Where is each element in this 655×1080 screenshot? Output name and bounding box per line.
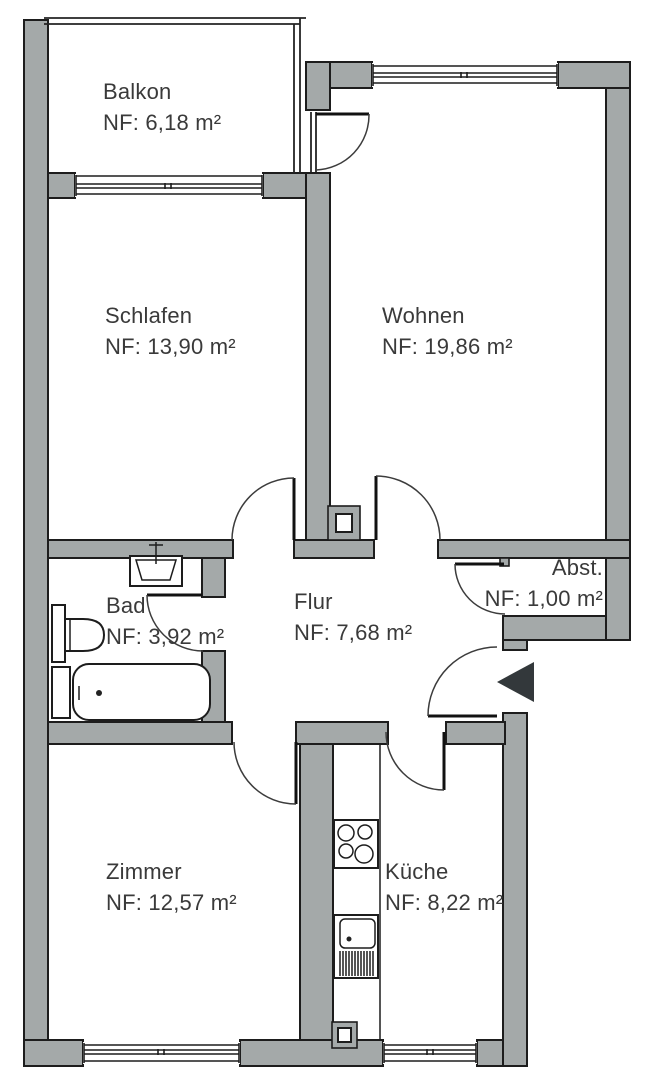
room-label-abst: Abst. NF: 1,00 m² <box>485 552 603 614</box>
stove <box>333 819 379 869</box>
window-zimmer <box>83 1042 240 1064</box>
wall-bad-right-upper <box>201 557 226 598</box>
wall-divider-schlafen-wohnen <box>305 172 331 541</box>
windows <box>75 63 558 1064</box>
wall-bottom-mid <box>239 1039 384 1067</box>
wall-bottom-left <box>23 1039 84 1067</box>
doors <box>146 112 506 805</box>
entrance-arrow-icon <box>497 662 534 702</box>
duct-shaft-toilet <box>51 604 66 663</box>
kitchen-shaft-inner <box>337 1027 352 1043</box>
wall-top-right-seg <box>557 61 631 89</box>
room-label-flur: Flur NF: 7,68 m² <box>294 586 412 648</box>
room-area-flur: NF: 7,68 m² <box>294 620 413 645</box>
shafts <box>327 505 361 1049</box>
wall-right-entry-stub <box>502 639 528 651</box>
room-area-balkon: NF: 6,18 m² <box>103 110 222 135</box>
schlafen-door <box>231 477 296 541</box>
window-schlafen <box>75 174 263 197</box>
balcony-railing <box>44 17 317 173</box>
wall-balcony-window-right <box>262 172 307 199</box>
room-label-bad: Bad NF: 3,92 m² <box>106 590 224 652</box>
room-area-abst: NF: 1,00 m² <box>484 586 603 611</box>
kitchen-sink <box>333 914 379 979</box>
wall-flur-bottom-mid <box>295 721 389 745</box>
duct-shaft-bathtub <box>51 666 71 719</box>
walls <box>23 19 631 1067</box>
abst-door <box>454 562 506 615</box>
room-area-zimmer: NF: 12,57 m² <box>106 890 237 915</box>
wall-balcony-wohnen <box>305 61 331 111</box>
room-label-wohnen: Wohnen NF: 19,86 m² <box>382 300 513 362</box>
window-wohnen <box>372 63 558 87</box>
washbasin <box>129 542 183 587</box>
toilet <box>64 618 106 652</box>
wall-flur-top-mid <box>293 539 375 559</box>
wall-flur-top-right <box>437 539 631 559</box>
room-name-bad: Bad <box>106 593 146 618</box>
room-name-balkon: Balkon <box>103 79 172 104</box>
wall-abst-door-stub <box>499 557 510 567</box>
room-name-wohnen: Wohnen <box>382 303 465 328</box>
wall-left-outer <box>23 19 49 1067</box>
kueche-door <box>385 731 446 791</box>
wall-flur-bottom-right <box>445 721 506 745</box>
wall-right-lower <box>502 712 528 1067</box>
room-name-flur: Flur <box>294 589 333 614</box>
room-name-schlafen: Schlafen <box>105 303 193 328</box>
wall-flur-bottom-left <box>47 721 233 745</box>
room-area-bad: NF: 3,92 m² <box>106 624 225 649</box>
room-label-zimmer: Zimmer NF: 12,57 m² <box>106 856 237 918</box>
hall-shaft <box>327 505 361 541</box>
wall-balcony-window-left <box>47 172 76 199</box>
wall-divider-zimmer-kueche <box>299 743 334 1041</box>
bathtub <box>72 663 211 721</box>
room-name-kueche: Küche <box>385 859 449 884</box>
room-label-kueche: Küche NF: 8,22 m² <box>385 856 503 918</box>
room-area-wohnen: NF: 19,86 m² <box>382 334 513 359</box>
fixtures <box>51 542 534 1040</box>
bad-door <box>146 593 204 652</box>
zimmer-door <box>233 741 298 805</box>
room-area-kueche: NF: 8,22 m² <box>385 890 504 915</box>
room-name-abst: Abst. <box>551 555 603 580</box>
entrance-door <box>427 646 498 718</box>
room-label-schlafen: Schlafen NF: 13,90 m² <box>105 300 236 362</box>
wohnen-door <box>374 475 441 541</box>
room-area-schlafen: NF: 13,90 m² <box>105 334 236 359</box>
room-name-zimmer: Zimmer <box>106 859 182 884</box>
room-label-balkon: Balkon NF: 6,18 m² <box>103 76 221 138</box>
balcony-door-sill <box>310 112 317 172</box>
window-kueche <box>383 1042 477 1064</box>
balcony-door <box>315 112 370 171</box>
hall-shaft-inner <box>335 513 353 533</box>
